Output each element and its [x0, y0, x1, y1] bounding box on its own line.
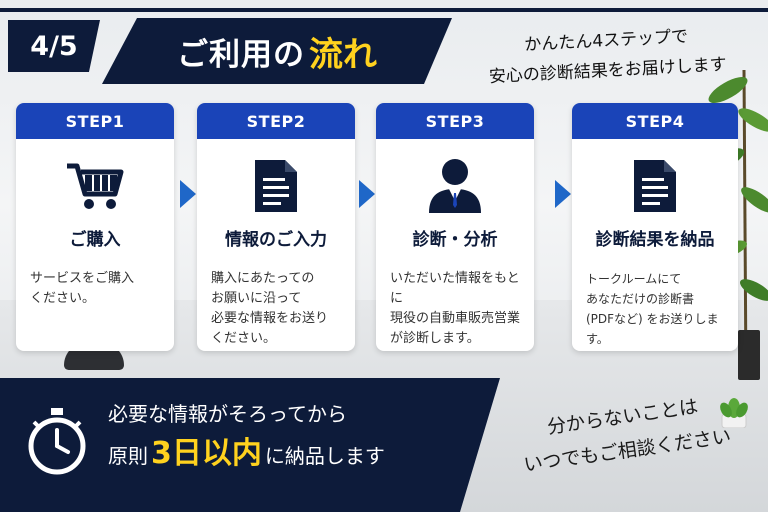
person-icon	[429, 159, 481, 213]
step-indicator: 4/5	[8, 20, 100, 72]
arrow-right-icon	[555, 180, 571, 208]
title-main: ご利用の	[177, 36, 305, 73]
delivery-line2: 原則 3日以内 に納品します	[108, 428, 385, 472]
step-card-3: STEP3 診断・分析 いただいた情報をもとに 現役の自動車販売営業 が診断しま…	[376, 103, 534, 351]
step-name: 診断・分析	[412, 230, 498, 250]
step-name: ご購入	[69, 230, 121, 250]
delivery-pre: 原則	[108, 444, 148, 468]
step-card-4: STEP4 診断結果を納品 トークルームにて あなただけの診断書 (PDFなど)…	[572, 103, 738, 351]
delivery-post: に納品します	[264, 444, 385, 468]
succulent-decoration	[720, 398, 748, 428]
step-label: STEP3	[376, 103, 534, 139]
step-description: トークルームにて あなただけの診断書 (PDFなど) をお送りします。	[586, 272, 719, 346]
step-name: 情報のご入力	[225, 230, 327, 250]
step-description: 購入にあたっての お願いに沿って 必要な情報をお送り ください。	[211, 271, 329, 346]
arrow-right-icon	[180, 180, 196, 208]
step-label: STEP2	[197, 103, 355, 139]
step-description: サービスをご購入 ください。	[30, 271, 135, 306]
plant-pot	[738, 330, 760, 380]
step-description: いただいた情報をもとに 現役の自動車販売営業 が診断します。	[390, 271, 521, 346]
top-rule	[0, 8, 768, 12]
title-highlight: 流れ	[309, 34, 377, 75]
step-name: 診断結果を納品	[595, 230, 715, 250]
step-label: STEP4	[572, 103, 738, 139]
delivery-highlight: 3日以内	[151, 436, 262, 471]
document-icon	[634, 160, 676, 212]
step-label: STEP1	[16, 103, 174, 139]
step-card-2: STEP2 情報のご入力 購入にあたっての お願いに沿って 必要な情報をお送り …	[197, 103, 355, 351]
document-icon	[255, 160, 297, 212]
delivery-line1: 必要な情報がそろってから	[108, 402, 347, 426]
cart-icon	[67, 163, 124, 209]
step-card-1: STEP1 ご購入 サービスをご購入 ください。	[16, 103, 174, 351]
stopwatch-icon	[28, 408, 86, 475]
page-title: ご利用の 流れ	[102, 18, 452, 84]
arrow-right-icon	[359, 180, 375, 208]
